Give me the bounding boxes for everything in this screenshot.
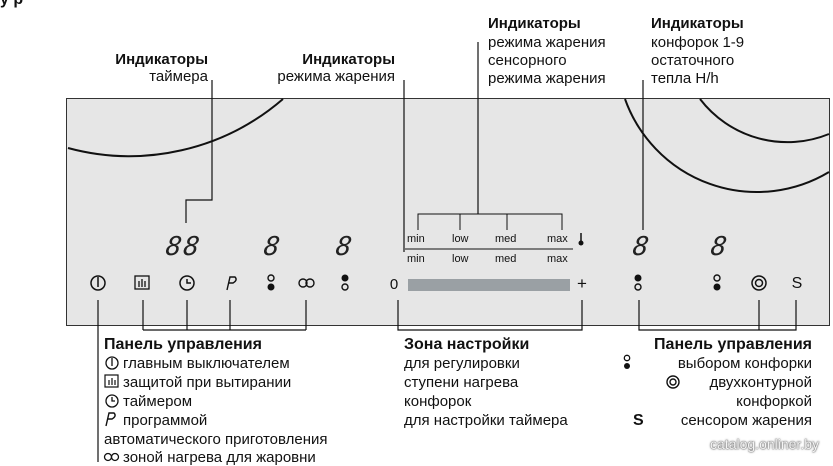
scale-bottom-min: min <box>407 253 425 265</box>
thermometer-icon <box>578 233 584 246</box>
setting-zone-line-2: ступени нагрева <box>404 374 519 391</box>
setting-slider[interactable] <box>408 279 570 291</box>
control-panel-right-line-1: выбором конфорки <box>677 355 812 372</box>
sensor-frying-indicators-line2: сенсорного <box>488 52 567 69</box>
setting-zone-line-1: для регулировки <box>404 355 520 372</box>
setting-zone-line-3: конфорок <box>404 393 472 410</box>
setting-zone-line-4: для настройки таймера <box>404 412 568 429</box>
leader-lines-top <box>185 42 644 252</box>
control-panel-left-item-6: зоной нагрева для жаровни <box>123 449 316 466</box>
control-panel-left-item-1: главным выключателем <box>123 355 290 372</box>
control-panel-left-item-4: программой <box>123 412 208 429</box>
timer-icon <box>179 275 195 291</box>
scale-bottom-low: low <box>452 253 469 265</box>
control-panel-left-item-3: таймером <box>123 393 193 410</box>
zone-indicators-line1: конфорок 1-9 <box>651 34 745 51</box>
scale-bottom-med: med <box>495 253 517 265</box>
scale-top-med: med <box>495 233 517 245</box>
legend-power-icon <box>105 356 119 370</box>
zone-indicators-line3: тепла H/h <box>651 70 719 87</box>
sensor-frying-button[interactable]: S <box>791 275 803 292</box>
program-icon <box>226 276 237 291</box>
legend-program-icon <box>105 412 116 427</box>
zone-indicators-line2: остаточного <box>651 52 735 69</box>
right-burner-outer-arc <box>624 98 830 194</box>
power-icon <box>90 275 106 291</box>
frying-mode-indicators-title: Индикаторы <box>302 51 395 68</box>
wipe-protect-icon <box>134 275 150 290</box>
zone-select-icon-4 <box>713 274 721 291</box>
control-panel-left-title: Панель управления <box>104 336 262 353</box>
timer-indicators-subtitle: таймера <box>149 68 208 85</box>
sensor-frying-indicators-line1: режима жарения <box>488 34 606 51</box>
legend-roaster-icon <box>103 452 120 462</box>
slider-plus-button[interactable]: + <box>577 274 587 293</box>
zone-select-icon-2 <box>341 274 349 291</box>
left-burner-arc <box>67 98 284 158</box>
legend-zone-select-icon <box>623 354 631 369</box>
zone-select-icon-1 <box>267 274 275 291</box>
roaster-zone-icon <box>298 278 315 288</box>
control-panel-right-line-3: конфоркой <box>736 393 812 410</box>
right-burner-inner-arc <box>699 98 830 144</box>
slider-zero-label: 0 <box>389 276 399 293</box>
zone-select-icon-3 <box>634 274 642 291</box>
sensor-frying-indicators-line3: режима жарения <box>488 70 606 87</box>
setting-zone-title: Зона настройки <box>404 336 530 353</box>
legend-wipe-icon <box>104 374 119 388</box>
scale-top-min: min <box>407 233 425 245</box>
sensor-frying-indicators-title: Индикаторы <box>488 15 581 32</box>
frying-mode-indicators-subtitle: режима жарения <box>277 68 395 85</box>
legend-dual-circuit-icon <box>666 375 680 389</box>
cooktop-panel <box>66 98 830 326</box>
scale-top-max: max <box>547 233 568 245</box>
leader-lines-bottom <box>97 300 797 462</box>
section-heading-fragment: у р <box>0 0 23 8</box>
control-panel-left-item-5: автоматического приготовления <box>104 431 328 448</box>
timer-indicators-title: Индикаторы <box>115 51 208 68</box>
scale-bottom-max: max <box>547 253 568 265</box>
legend-sensor-letter: S <box>633 412 644 429</box>
control-panel-right-line-4: сенсором жарения <box>680 412 812 429</box>
scale-top-low: low <box>452 233 469 245</box>
watermark: catalog.onliner.by <box>710 436 819 452</box>
control-panel-left-item-2: защитой при вытирании <box>123 374 292 391</box>
control-panel-right-line-2: двухконтурной <box>709 374 812 391</box>
zone-indicators-title: Индикаторы <box>651 15 744 32</box>
control-panel-right-title: Панель управления <box>654 336 812 353</box>
legend-timer-icon <box>105 394 119 408</box>
dual-circuit-icon <box>751 275 767 291</box>
